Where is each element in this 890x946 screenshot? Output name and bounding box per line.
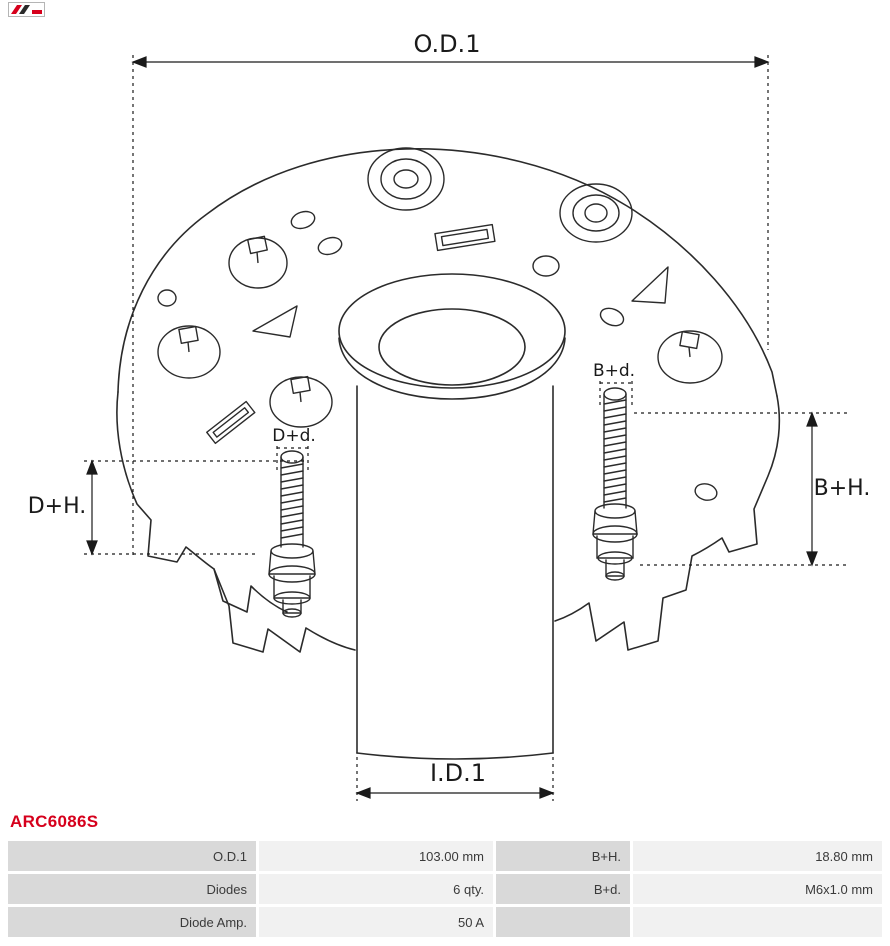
spec-value: 50 A bbox=[259, 907, 493, 937]
stud-right bbox=[592, 387, 638, 581]
hole-small-2 bbox=[317, 236, 343, 256]
spec-label bbox=[496, 907, 630, 937]
diode-2 bbox=[157, 325, 221, 379]
hole-small-4 bbox=[532, 255, 560, 277]
spec-value: 103.00 mm bbox=[259, 841, 493, 871]
dimension-lines bbox=[84, 55, 850, 801]
diode-3 bbox=[269, 375, 333, 428]
hole-small-1 bbox=[290, 210, 316, 230]
brand-logo bbox=[8, 2, 45, 17]
terminal-slot bbox=[434, 223, 496, 252]
stud-left bbox=[268, 450, 316, 618]
mount-grommet-right bbox=[559, 183, 633, 243]
spec-label: O.D.1 bbox=[8, 841, 256, 871]
rectifier-body-outline bbox=[116, 148, 781, 760]
dim-label-dh: D+H. bbox=[28, 494, 87, 519]
dim-label-bd: B+d. bbox=[593, 361, 635, 381]
mount-grommet-left bbox=[367, 147, 445, 211]
stamped-arrow-left bbox=[252, 305, 298, 338]
part-number: ARC6086S bbox=[10, 812, 99, 831]
slanted-slot bbox=[206, 400, 256, 445]
spec-value: 6 qty. bbox=[259, 874, 493, 904]
dim-label-id1: I.D.1 bbox=[430, 759, 486, 787]
diode-4 bbox=[657, 330, 723, 384]
plate-features bbox=[157, 147, 723, 501]
hole-small-5 bbox=[599, 307, 625, 327]
brand-logo-icon bbox=[8, 2, 45, 17]
spec-label: Diode Amp. bbox=[8, 907, 256, 937]
hole-small-6 bbox=[694, 483, 718, 501]
technical-drawing: O.D.1 I.D.1 D+H. B+H. D+d. B+d. bbox=[28, 30, 871, 801]
stamped-arrow-right bbox=[631, 266, 669, 304]
dim-label-dd: D+d. bbox=[272, 426, 316, 446]
spec-label: B+d. bbox=[496, 874, 630, 904]
spec-value: 18.80 mm bbox=[633, 841, 882, 871]
dim-label-od1: O.D.1 bbox=[414, 30, 481, 58]
spec-value bbox=[633, 907, 882, 937]
spec-label: Diodes bbox=[8, 874, 256, 904]
hole-small-3 bbox=[157, 289, 177, 307]
spec-value: M6x1.0 mm bbox=[633, 874, 882, 904]
diode-1 bbox=[228, 235, 288, 289]
rectifier-diagram: O.D.1 I.D.1 D+H. B+H. D+d. B+d. bbox=[28, 30, 871, 801]
spec-label: B+H. bbox=[496, 841, 630, 871]
spec-table: O.D.1 103.00 mm B+H. 18.80 mm Diodes 6 q… bbox=[8, 841, 882, 937]
dim-label-bh: B+H. bbox=[814, 476, 871, 501]
